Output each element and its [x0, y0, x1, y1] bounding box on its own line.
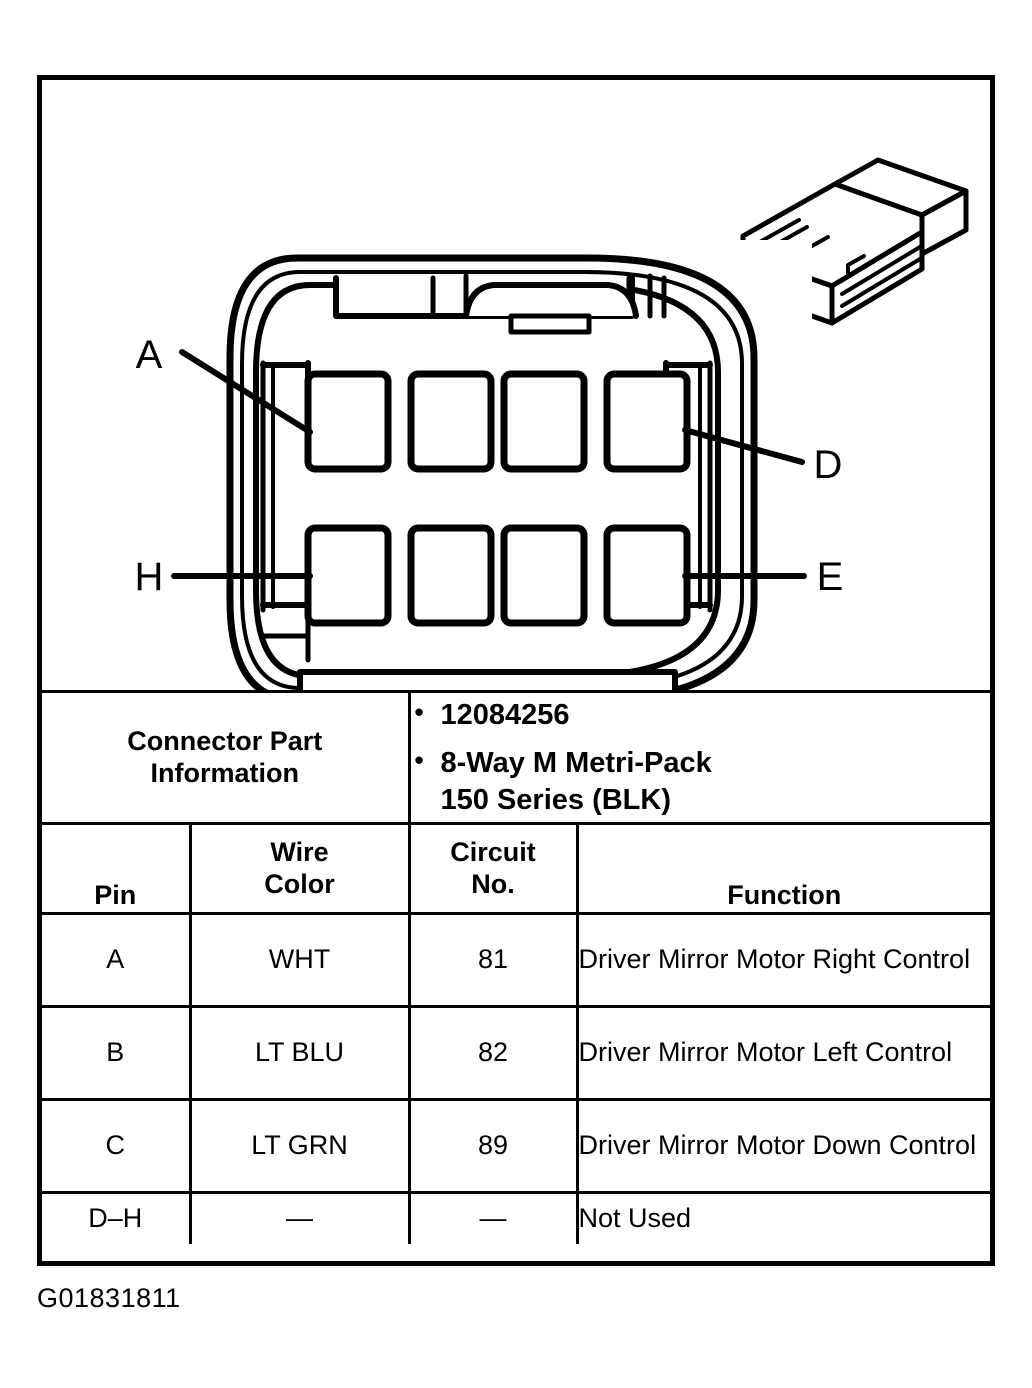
- part-information-values: 12084256 8-Way M Metri-Pack 150 Series (…: [407, 689, 991, 826]
- cell-circuit-no: —: [407, 1191, 579, 1245]
- callout-label-h: H: [135, 555, 164, 599]
- cell-function: Driver Mirror Motor Down Control: [575, 1098, 990, 1195]
- table-header-row: Pin Wire Color Circuit No. Function: [42, 822, 990, 916]
- header-function: Function: [575, 822, 990, 916]
- cell-wire-color: —: [188, 1191, 411, 1245]
- cell-circuit-no: 82: [407, 1005, 579, 1102]
- connector-body: [171, 240, 812, 690]
- connector-figure-frame: A D H E Connector Part Information: [37, 75, 995, 1266]
- connector-bottom-band: [297, 669, 678, 690]
- header-wire-color-line2: Color: [264, 868, 335, 899]
- cell-wire-color: LT GRN: [188, 1098, 411, 1195]
- cell-wire-color: LT BLU: [188, 1005, 411, 1102]
- part-number-bullet: 12084256: [415, 696, 991, 735]
- part-description-bullet: 8-Way M Metri-Pack 150 Series (BLK): [415, 744, 991, 820]
- header-circuit-no-line1: Circuit: [450, 836, 536, 867]
- cell-pin: D–H: [42, 1191, 192, 1245]
- cell-function: Driver Mirror Motor Right Control: [575, 912, 990, 1009]
- table-row: C LT GRN 89 Driver Mirror Motor Down Con…: [42, 1098, 990, 1195]
- figure-id-caption: G01831811: [37, 1283, 181, 1313]
- cell-wire-color: WHT: [188, 912, 411, 1009]
- cell-pin: B: [42, 1005, 192, 1102]
- cell-function: Not Used: [575, 1191, 990, 1245]
- part-information-label: Connector Part Information: [42, 689, 411, 826]
- pin-cavity-grid: [304, 370, 691, 627]
- leader-line-d: [682, 427, 805, 465]
- leader-line-a: [179, 349, 313, 435]
- cell-circuit-no: 81: [407, 912, 579, 1009]
- pin-cavity-f: [500, 524, 588, 627]
- connector-pinout-table: Connector Part Information 12084256 8-Wa…: [42, 689, 991, 1245]
- callout-leader-lines: [171, 349, 807, 579]
- part-information-row: Connector Part Information 12084256 8-Wa…: [42, 689, 991, 826]
- cell-pin: A: [42, 912, 192, 1009]
- part-information-label-line1: Connector Part: [127, 725, 323, 756]
- pin-cavity-d: [603, 370, 691, 473]
- cell-circuit-no: 89: [407, 1098, 579, 1195]
- connector-face-drawing: A D H E: [135, 157, 969, 690]
- header-circuit-no: Circuit No.: [407, 822, 579, 916]
- connector-diagram: A D H E: [42, 80, 990, 690]
- header-wire-color: Wire Color: [188, 822, 411, 916]
- cell-pin: C: [42, 1098, 192, 1195]
- table-row: B LT BLU 82 Driver Mirror Motor Left Con…: [42, 1005, 990, 1102]
- part-information-bullet-list: 12084256 8-Way M Metri-Pack 150 Series (…: [411, 696, 991, 820]
- connector-latch: [333, 273, 667, 335]
- header-wire-color-line1: Wire: [270, 836, 329, 867]
- part-description-line2: 150 Series (BLK): [440, 784, 672, 817]
- callout-label-e: E: [817, 555, 844, 599]
- table-row: A WHT 81 Driver Mirror Motor Right Contr…: [42, 912, 990, 1009]
- header-function-label: Function: [727, 880, 842, 911]
- part-description-line1: 8-Way M Metri-Pack: [440, 746, 712, 779]
- header-pin: Pin: [42, 822, 192, 916]
- header-circuit-no-line2: No.: [471, 868, 515, 899]
- callout-label-d: D: [814, 443, 843, 487]
- pin-cavity-c: [500, 370, 588, 473]
- callout-label-a: A: [136, 333, 163, 377]
- header-pin-label: Pin: [94, 880, 137, 911]
- cell-function: Driver Mirror Motor Left Control: [575, 1005, 990, 1102]
- pin-cavity-g: [407, 524, 495, 627]
- pin-cavity-e: [603, 524, 691, 627]
- table-row: D–H — — Not Used: [42, 1191, 990, 1245]
- pin-cavity-h: [304, 524, 392, 627]
- latch-tab: [508, 313, 592, 335]
- pin-cavity-b: [407, 370, 495, 473]
- pin-cavity-a: [304, 370, 392, 473]
- part-information-label-line2: Information: [150, 757, 300, 788]
